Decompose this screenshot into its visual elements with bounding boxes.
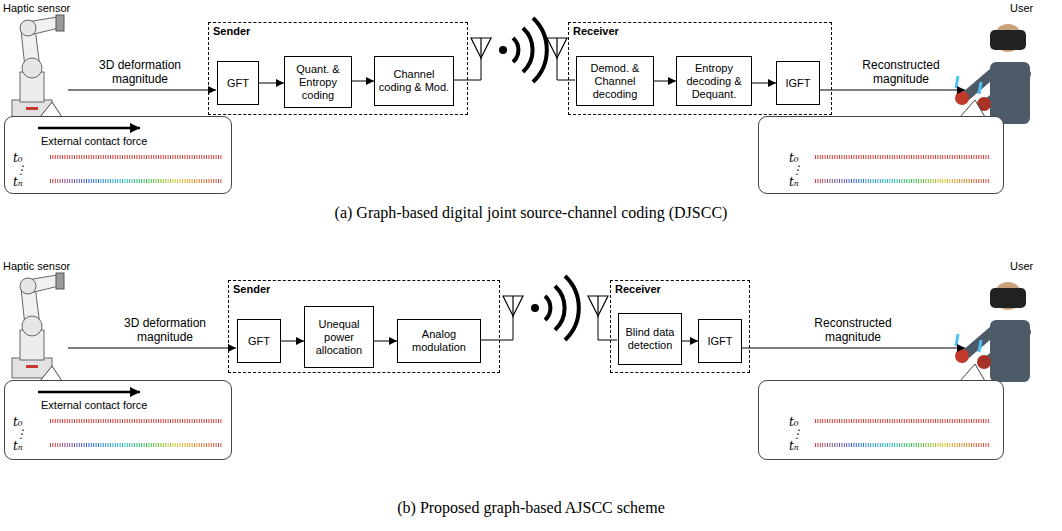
process-box: Analog modulation — [397, 319, 481, 363]
callout-bubble: t₀⋮tₙ — [758, 380, 1004, 460]
callout-text: ⋮ — [15, 427, 27, 441]
force-arrow — [38, 127, 140, 130]
antenna-wire — [453, 60, 481, 80]
process-box: Blind data detection — [618, 313, 682, 365]
antenna-wire — [480, 318, 513, 340]
callout-text: tₙ — [789, 175, 799, 189]
diagram-label: Haptic sensor — [3, 2, 93, 15]
callout-bubble: External contact force t₀⋮tₙ — [4, 116, 232, 194]
callout-text: ⋮ — [15, 163, 27, 177]
box-label: Quant. & Entropy coding — [288, 63, 348, 102]
caption-text: (a) Graph-based digital joint source-cha… — [181, 203, 881, 222]
antenna-symbol — [588, 296, 608, 318]
point-cloud — [815, 155, 990, 159]
callout-text: tₙ — [13, 175, 23, 189]
flow-arrow — [374, 341, 397, 342]
box-label: Blind data detection — [622, 326, 678, 352]
group-heading: Receiver — [615, 283, 661, 296]
group-heading: Receiver — [573, 25, 619, 38]
process-box: Entropy decoding & Dequant. — [676, 56, 752, 106]
robot-arm-illustration — [12, 15, 64, 120]
output-arrow — [741, 348, 965, 349]
diagram-label: Reconstructed magnitude — [800, 316, 906, 344]
input-arrow — [68, 90, 216, 91]
group-heading: Sender — [213, 25, 250, 38]
callout-text: t₀ — [789, 151, 799, 165]
box-label: GFT — [227, 77, 249, 90]
flow-arrow — [352, 81, 374, 82]
callout-text: t₀ — [13, 415, 23, 429]
callout-text: ⋮ — [791, 163, 803, 177]
dashed-group-box: SenderGFT Quant. & Entropy coding Channel … — [208, 22, 468, 115]
vr-user-illustration — [955, 24, 1030, 124]
caption-text: (b) Proposed graph-based AJSCC scheme — [181, 498, 881, 517]
box-label: IGFT — [785, 77, 810, 90]
box-label: Channel coding & Mod. — [378, 68, 450, 94]
callout-text: tₙ — [789, 439, 799, 453]
box-label: Unequal power allocation — [308, 318, 370, 357]
flow-arrow — [281, 341, 304, 342]
callout-tail — [40, 366, 62, 381]
callout-text: t₀ — [13, 151, 23, 165]
diagram-label: Reconstructed magnitude — [848, 58, 954, 86]
process-box: Demod. & Channel decoding — [576, 56, 654, 106]
force-arrow — [38, 391, 140, 394]
input-arrow — [68, 348, 236, 349]
robot-arm-illustration — [12, 273, 64, 378]
dashed-group-box: ReceiverDemod. & Channel decoding Entropy… — [568, 22, 832, 115]
callout-tail — [40, 102, 62, 117]
diagram-label: Haptic sensor — [3, 260, 93, 273]
process-box: Channel coding & Mod. — [374, 56, 454, 106]
box-label: Entropy decoding & Dequant. — [680, 62, 748, 101]
process-box: GFT — [217, 61, 259, 105]
callout-tail — [960, 364, 985, 381]
process-box: Unequal power allocation — [304, 306, 374, 368]
diagram-label: User — [1010, 2, 1056, 15]
flow-arrow — [752, 83, 776, 84]
point-cloud — [50, 155, 222, 159]
wireless-symbol — [531, 276, 579, 340]
dashed-group-box: ReceiverBlind data detection IGFT — [610, 280, 750, 373]
point-cloud — [815, 419, 990, 423]
point-cloud — [815, 443, 990, 447]
flow-arrow — [259, 83, 284, 84]
antenna-wire — [557, 60, 575, 80]
antenna-symbol — [503, 296, 523, 318]
callout-text: ⋮ — [791, 427, 803, 441]
group-heading: Sender — [233, 283, 270, 296]
box-label: Demod. & Channel decoding — [580, 62, 650, 101]
point-cloud — [50, 179, 222, 183]
output-arrow — [819, 90, 965, 91]
callout-text: t₀ — [789, 415, 799, 429]
point-cloud — [815, 179, 990, 183]
vr-user-illustration — [955, 282, 1030, 382]
diagram-label: 3D deformation magnitude — [85, 58, 195, 86]
box-label: Analog modulation — [401, 328, 477, 354]
point-cloud — [50, 419, 222, 423]
callout-text: tₙ — [13, 439, 23, 453]
diagram-label: 3D deformation magnitude — [110, 316, 220, 344]
process-box: IGFT — [776, 61, 820, 105]
process-box: GFT — [237, 319, 281, 363]
antenna-wire — [598, 318, 617, 340]
point-cloud — [50, 443, 222, 447]
callout-tail — [960, 100, 985, 117]
callout-text: External contact force — [41, 399, 147, 412]
flow-arrow — [654, 81, 676, 82]
callout-bubble: External contact force t₀⋮tₙ — [4, 380, 232, 460]
diagram-label: User — [1010, 260, 1056, 273]
wireless-symbol — [499, 18, 547, 82]
callout-bubble: t₀⋮tₙ — [758, 116, 1004, 194]
box-label: IGFT — [707, 335, 732, 348]
box-label: GFT — [248, 335, 270, 348]
callout-text: External contact force — [41, 135, 147, 148]
dashed-group-box: SenderGFT Unequal power allocation Analog … — [228, 280, 500, 373]
process-box: Quant. & Entropy coding — [284, 56, 352, 108]
antenna-symbol — [471, 38, 491, 60]
flow-arrow — [682, 341, 698, 342]
process-box: IGFT — [698, 319, 742, 363]
antenna-symbol — [547, 38, 567, 60]
